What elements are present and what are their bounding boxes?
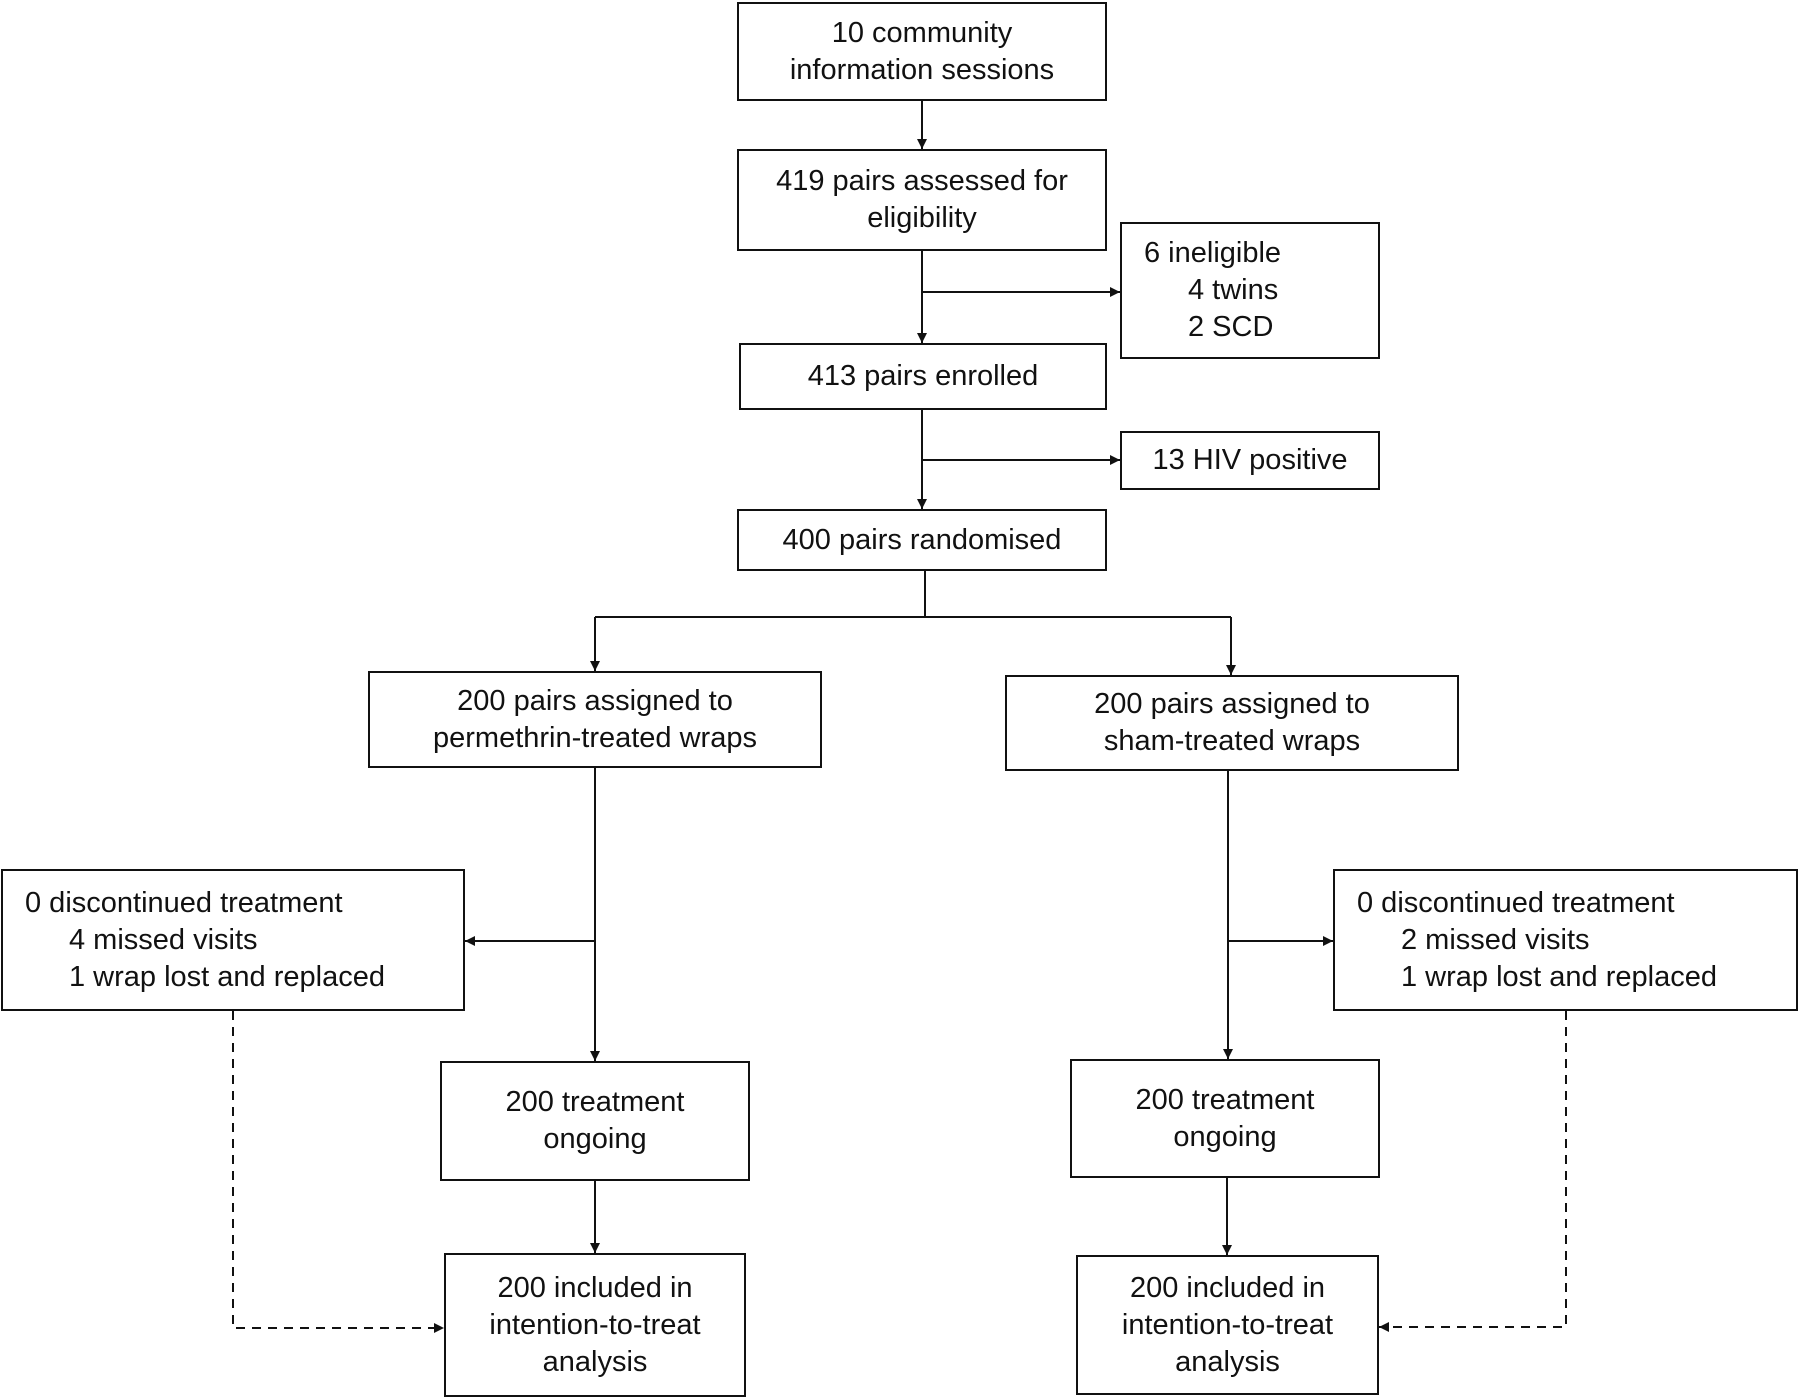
box-text-line: analysis (1175, 1345, 1280, 1378)
assessed-box: 419 pairs assessed for eligibility (737, 149, 1107, 251)
sham-itt-box: 200 included in intention-to-treat analy… (1076, 1255, 1379, 1395)
box-text-line: 10 community (831, 16, 1013, 49)
box-text-line: 200 pairs assigned to (457, 684, 733, 717)
permethrin-discontinued-box: 0 discontinued treatment 4 missed visits… (1, 869, 465, 1011)
box-text-line: 413 pairs enrolled (807, 360, 1039, 392)
box-text-line: 13 HIV positive (1152, 444, 1348, 476)
ineligible-item: 4 twins (1188, 274, 1279, 306)
box-text-line: permethrin-treated wraps (433, 721, 757, 754)
box-text-line: 200 treatment (505, 1086, 685, 1118)
sham-discontinued-box: 0 discontinued treatment 2 missed visits… (1333, 869, 1798, 1011)
box-text-line: 419 pairs assessed for (776, 165, 1068, 197)
dashed-arrow-sham-discontinued-to-itt (1379, 1011, 1567, 1332)
discontinued-title: 0 discontinued treatment (25, 886, 343, 919)
discontinued-item: 1 wrap lost and replaced (69, 960, 385, 993)
box-text-line: eligibility (867, 202, 977, 234)
enrolled-box: 413 pairs enrolled (739, 343, 1107, 410)
box-text-line: intention-to-treat (489, 1308, 701, 1341)
box-text-line: information sessions (789, 53, 1055, 86)
dashed-arrow-permethrin-discontinued-to-itt (232, 1011, 444, 1333)
ineligible-box: 6 ineligible 4 twins 2 SCD (1120, 222, 1380, 359)
hiv-positive-box: 13 HIV positive (1120, 431, 1380, 490)
ineligible-item: 2 SCD (1188, 311, 1274, 343)
sham-assigned-box: 200 pairs assigned to sham-treated wraps (1005, 675, 1459, 771)
box-text-line: ongoing (543, 1123, 647, 1155)
community-sessions-box: 10 community information sessions (737, 2, 1107, 101)
permethrin-ongoing-box: 200 treatment ongoing (440, 1061, 750, 1181)
randomised-box: 400 pairs randomised (737, 509, 1107, 571)
permethrin-itt-box: 200 included in intention-to-treat analy… (444, 1253, 746, 1397)
sham-ongoing-box: 200 treatment ongoing (1070, 1059, 1380, 1178)
box-text-line: 200 pairs assigned to (1094, 688, 1370, 720)
box-text-line: 200 included in (1129, 1271, 1326, 1304)
box-text-line: ongoing (1173, 1120, 1277, 1153)
ineligible-title: 6 ineligible (1144, 237, 1282, 269)
box-text-line: sham-treated wraps (1103, 725, 1361, 757)
box-text-line: intention-to-treat (1121, 1308, 1334, 1341)
box-text-line: 200 included in (497, 1271, 693, 1304)
box-text-line: 400 pairs randomised (782, 523, 1062, 556)
discontinued-title: 0 discontinued treatment (1357, 886, 1675, 919)
box-text-line: 200 treatment (1135, 1083, 1315, 1116)
discontinued-item: 4 missed visits (69, 923, 258, 956)
box-text-line: analysis (542, 1345, 648, 1378)
permethrin-assigned-box: 200 pairs assigned to permethrin-treated… (368, 671, 822, 768)
discontinued-item: 2 missed visits (1401, 923, 1590, 956)
discontinued-item: 1 wrap lost and replaced (1401, 960, 1717, 993)
